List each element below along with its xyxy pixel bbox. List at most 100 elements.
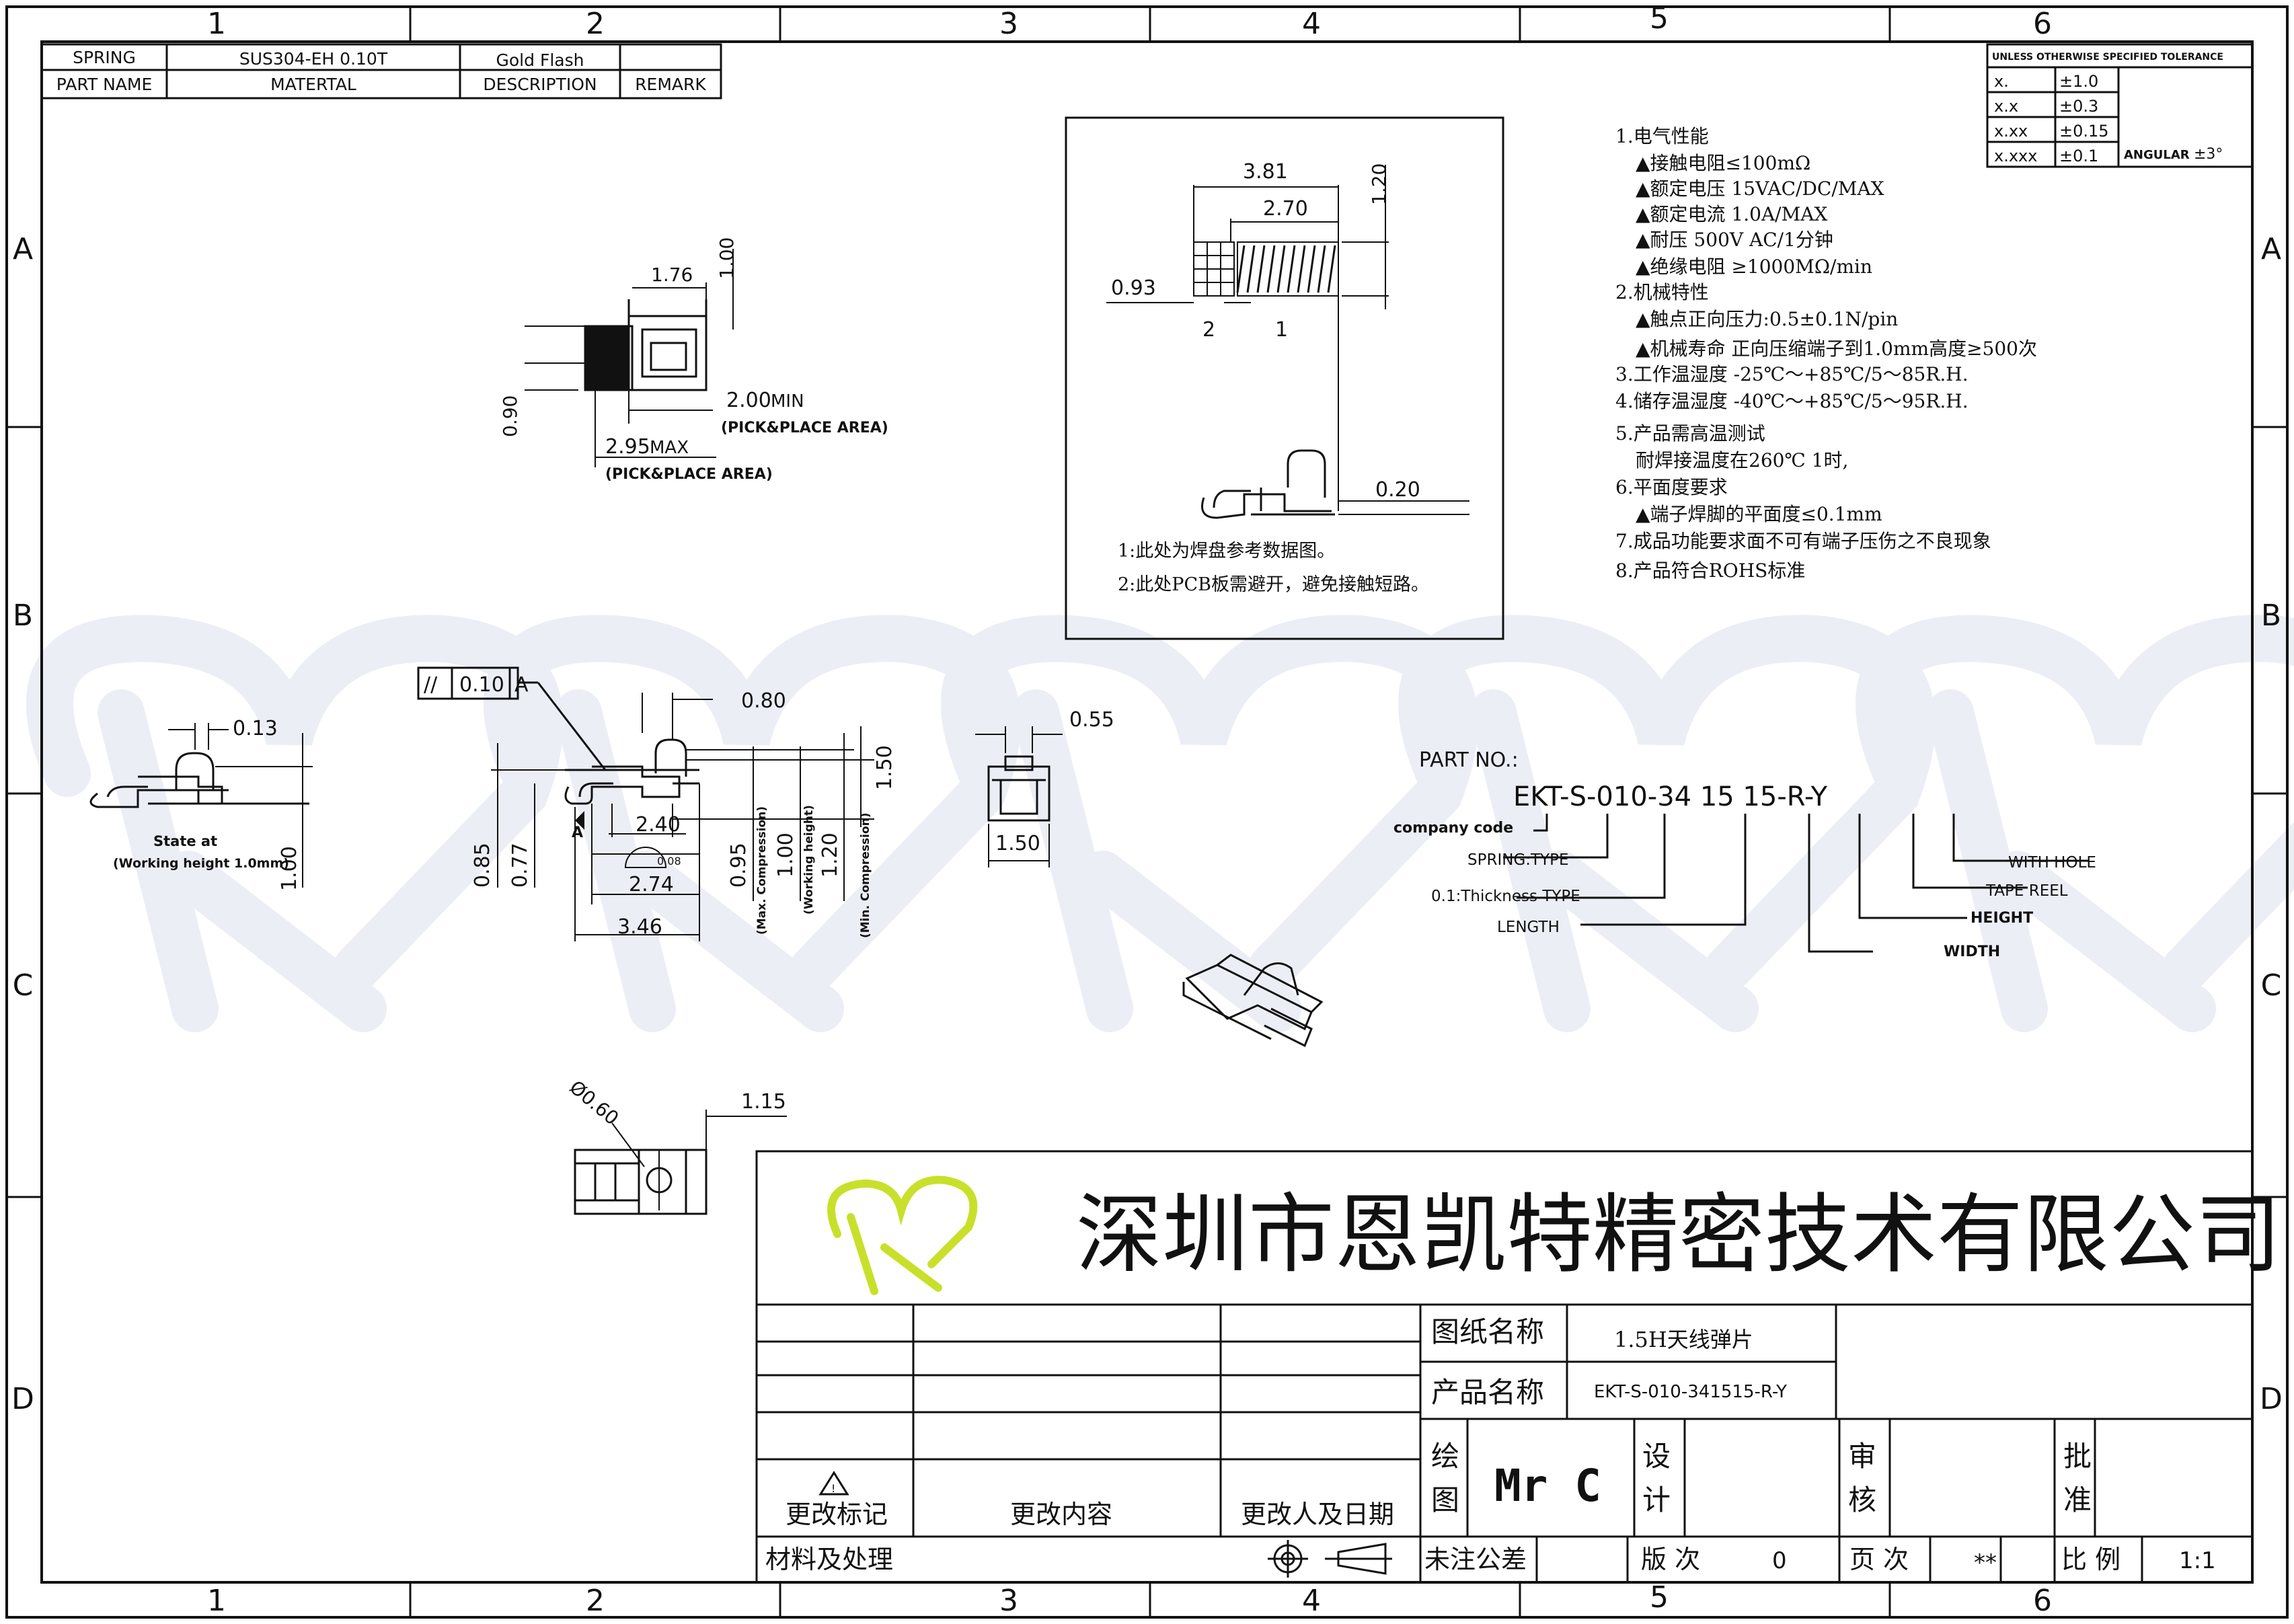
tol-cell: ±0.3: [2059, 97, 2098, 116]
company-logo: [827, 1175, 978, 1295]
row-label-b-right: B: [2261, 598, 2281, 633]
dim-1-50: 1.50: [873, 745, 896, 790]
row-label-c: C: [13, 968, 34, 1003]
spec-line: 8.产品符合ROHS标准: [1615, 559, 1805, 582]
with-hole-label: WITH HOLE: [2008, 854, 2096, 872]
dim-1-20-side: 1.20: [818, 833, 842, 878]
product-name-label: 产品名称: [1431, 1376, 1544, 1409]
spec-line: 5.产品需高温测试: [1615, 422, 1765, 444]
pad-label-1: 1: [1275, 318, 1288, 342]
spec-line: 3.工作温湿度 -25℃～+85℃/5～85R.H.: [1615, 363, 1968, 385]
spec-line: 6.平面度要求: [1615, 476, 1728, 498]
tol-cell: x.xx: [1994, 122, 2028, 141]
material-table: SPRING SUS304-EH 0.10T Gold Flash PART N…: [40, 43, 722, 100]
width-label: WIDTH: [1944, 943, 2000, 960]
approve-label-2: 准: [2063, 1483, 2092, 1516]
review-label-2: 核: [1848, 1483, 1876, 1516]
dim-0-85: 0.85: [471, 843, 494, 888]
col-label-3b: 3: [999, 1584, 1018, 1618]
state-view: 0.13 State at (Working height 1.0mm) 1.0…: [89, 717, 313, 891]
projection-symbol-icon: [1268, 1540, 1392, 1578]
dim-3-81: 3.81: [1243, 160, 1288, 184]
drawer-name: Mr C: [1494, 1460, 1601, 1512]
working-height-side: (Working height): [802, 805, 816, 915]
warning-icon: [818, 1471, 849, 1496]
dim-0-95: 0.95: [727, 843, 751, 888]
col-label-6: 6: [2033, 7, 2052, 41]
spec-line: 耐焊接温度在260℃ 1时,: [1636, 449, 1848, 471]
company-name: 深圳市恩凯特精密技术有限公司: [1076, 1185, 2281, 1285]
dim-0-13: 0.13: [233, 717, 278, 740]
dim-dia-0-60: Ø0.60: [566, 1076, 623, 1130]
dim-state-1-00: 1.00: [278, 846, 301, 891]
col-label-5: 5: [1650, 1, 1669, 36]
dim-1-76: 1.76: [651, 264, 693, 286]
col-label-6b: 6: [2033, 1584, 2052, 1618]
dim-1-00: 1.00: [716, 237, 738, 279]
dim-0-90: 0.90: [499, 395, 521, 437]
mat-cell: DESCRIPTION: [483, 75, 597, 94]
spec-line: 7.成品功能要求面不可有端子压伤之不良现象: [1615, 530, 1991, 552]
tol-angular-label: ANGULAR: [2124, 148, 2190, 162]
row-label-a: A: [13, 232, 33, 266]
mat-cell: MATERTAL: [270, 75, 356, 94]
dim-0-93: 0.93: [1111, 276, 1156, 300]
length-label: LENGTH: [1497, 919, 1560, 936]
thickness-label: 0.1:Thickness TYPE: [1431, 888, 1580, 905]
dim-max-label: MAX: [650, 438, 689, 458]
max-compression: (Max. Compression): [755, 806, 769, 935]
dim-working-1-00: 1.00: [774, 833, 798, 878]
dim-0-08: 0.08: [657, 855, 681, 867]
spec-line: 1.电气性能: [1615, 125, 1709, 147]
approve-label-1: 批: [2063, 1440, 2092, 1473]
dim-0-80: 0.80: [741, 689, 786, 713]
col-label-4b: 4: [1302, 1584, 1321, 1618]
side-view: // 0.10 A A 0.80 1.50 2.40 0.08 0.85 0.7…: [417, 666, 896, 941]
mat-cell: SUS304-EH 0.10T: [239, 49, 388, 69]
part-number-breakdown: PART NO.: EKT-S-010-34 15 15-R-Y company…: [1393, 748, 2096, 960]
dim-0-55: 0.55: [1069, 708, 1114, 732]
dim-2-00: 2.00: [726, 389, 771, 412]
dim-2-40: 2.40: [636, 813, 681, 837]
review-label-1: 审: [1848, 1440, 1876, 1473]
dim-2-70: 2.70: [1263, 197, 1308, 221]
tol-cell: x.: [1994, 72, 2009, 91]
watermark: [26, 615, 2294, 1032]
mat-cell: Gold Flash: [496, 50, 584, 70]
mat-cell: PART NAME: [56, 75, 153, 94]
tol-header: UNLESS OTHERWISE SPECIFIED TOLERANCE: [1992, 52, 2223, 63]
col-label-2: 2: [586, 7, 605, 41]
part-no-code: EKT-S-010-34 15 15-R-Y: [1513, 781, 1828, 812]
col-label-2b: 2: [586, 1584, 605, 1618]
dim-1-20: 1.20: [1368, 163, 1390, 205]
mat-cell: REMARK: [635, 75, 706, 94]
tolerance-table: UNLESS OTHERWISE SPECIFIED TOLERANCE x. …: [1986, 43, 2254, 168]
pick-place-2: (PICK&PLACE AREA): [605, 466, 773, 483]
material-process-label: 材料及处理: [765, 1545, 893, 1574]
spec-line: ▲耐压 500V AC/1分钟: [1636, 229, 1833, 251]
working-height-label: (Working height 1.0mm): [113, 856, 289, 871]
design-label-1: 设: [1642, 1440, 1671, 1473]
dim-end-1-50: 1.50: [995, 832, 1040, 855]
change-mark-label: 更改标记: [786, 1500, 888, 1529]
row-label-d: D: [11, 1382, 34, 1416]
flatness-symbol: //: [424, 673, 438, 697]
pcb-reference-box: 3.81 2.70 1.20 0.93 2 1 0.20 1:此处为焊盘参考数据…: [1065, 116, 1504, 640]
zone-labels: 1 2 3 4 5 6 1 2 3 4 5 6 A B C D A B C D: [11, 1, 2283, 1618]
page-label: 页 次: [1849, 1545, 1909, 1574]
spec-notes: 1.电气性能 ▲接触电阻≤100mΩ ▲额定电压 15VAC/DC/MAX ▲额…: [1615, 125, 2037, 582]
version-value: 0: [1772, 1547, 1787, 1574]
row-label-b: B: [13, 598, 33, 633]
spec-line: ▲绝缘电阻 ≥1000MΩ/min: [1636, 256, 1872, 278]
datum-ref: A: [514, 673, 529, 697]
tol-cell: x.xxx: [1994, 147, 2037, 165]
tol-cell: x.x: [1994, 97, 2018, 116]
spec-line: ▲额定电流 1.0A/MAX: [1636, 203, 1828, 225]
spec-line: 4.储存温湿度 -40℃～+85℃/5～95R.H.: [1615, 390, 1968, 412]
flatness-value: 0.10: [459, 673, 504, 697]
spec-line: 2.机械特性: [1615, 281, 1709, 303]
tol-cell: ±0.15: [2059, 122, 2109, 141]
dim-0-20: 0.20: [1375, 478, 1420, 502]
hole-view: Ø0.60 1.15: [566, 1076, 787, 1215]
